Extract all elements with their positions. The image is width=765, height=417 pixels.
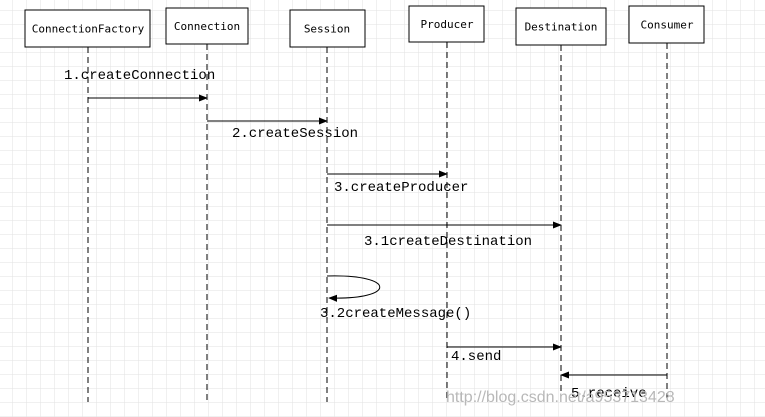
participant-dest: Destination — [515, 7, 607, 46]
message-label: 3.createProducer — [334, 180, 468, 196]
participant-prod: Producer — [408, 5, 485, 43]
message-label: 4.send — [451, 349, 501, 365]
message-2: 2.createSession — [207, 117, 358, 142]
participant-box — [408, 5, 485, 43]
participant-label: Producer — [421, 18, 474, 31]
message-5: 3.2createMessage() — [320, 275, 471, 322]
participant-conn: Connection — [165, 7, 249, 45]
message-6: 4.send — [447, 343, 562, 365]
message-3: 3.createProducer — [327, 170, 468, 196]
participant-label: Connection — [174, 20, 240, 33]
participant-boxes: ConnectionFactory Connection Session Produc… — [24, 5, 705, 48]
participant-label: Consumer — [641, 19, 694, 32]
message-label: 3.2createMessage() — [320, 306, 471, 322]
message-label: 5.receive — [571, 386, 647, 402]
self-message-arrow — [326, 275, 381, 302]
participant-box — [628, 5, 705, 44]
message-4: 3.1createDestination — [327, 221, 562, 250]
participant-label: ConnectionFactory — [32, 23, 145, 36]
message-7: 5.receive — [560, 371, 667, 402]
messages: 1.createConnection 2.createSession 3.creat… — [64, 68, 667, 402]
message-label: 1.createConnection — [64, 68, 215, 84]
message-label: 2.createSession — [232, 126, 358, 142]
participant-label: Session — [304, 23, 350, 36]
lifelines — [87, 42, 668, 402]
participant-sess: Session — [289, 9, 366, 48]
message-1: 1.createConnection — [64, 68, 215, 102]
watermark: http://blog.csdn.net/a953713428 — [446, 389, 675, 406]
participant-box — [515, 7, 607, 46]
participant-box — [165, 7, 249, 45]
participant-cf: ConnectionFactory — [24, 9, 151, 48]
message-label: 3.1createDestination — [364, 234, 532, 250]
participant-cons: Consumer — [628, 5, 705, 44]
participant-box — [289, 9, 366, 48]
participant-box — [24, 9, 151, 48]
participant-label: Destination — [525, 21, 598, 34]
